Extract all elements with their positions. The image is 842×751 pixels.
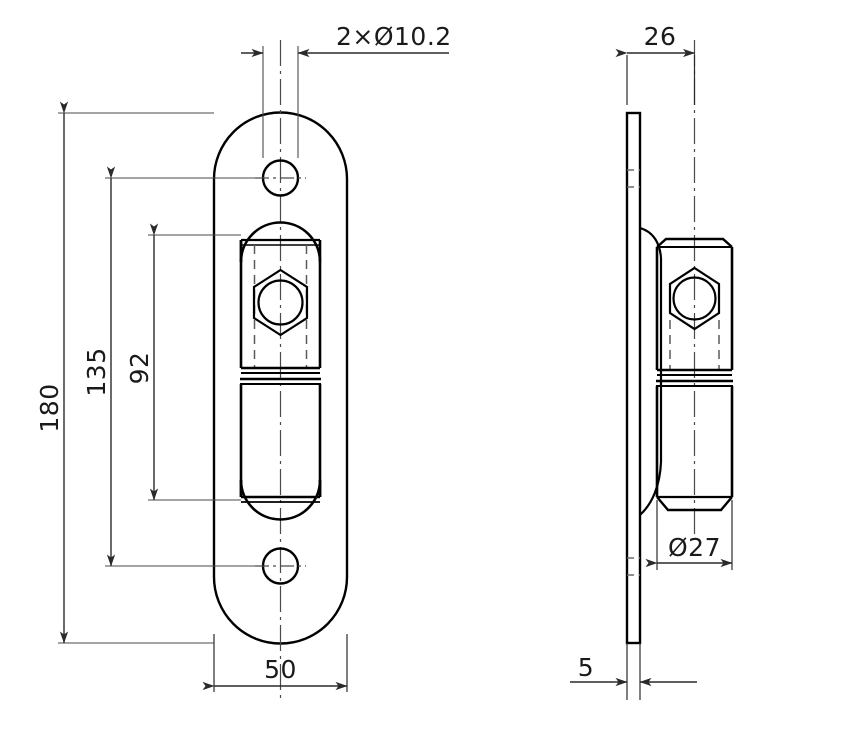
- hex-socket-side-inscribed-circle: [672, 276, 717, 321]
- dimension-label-hole-spacing: 135: [82, 347, 111, 396]
- dimension-label-barrel-length: 92: [125, 352, 154, 385]
- barrel-side-chamfer-top: [656, 237, 733, 248]
- hex-socket-side: [668, 266, 721, 331]
- backing-plate-side: [625, 111, 642, 645]
- hinge-barrel-front: [239, 221, 322, 521]
- dimension-label-projection: 26: [644, 22, 677, 51]
- dimension-label-barrel-dia: Ø27: [668, 533, 721, 562]
- dimension-plate-width: 50: [202, 634, 348, 692]
- dimension-label-plate-thickness: 5: [578, 653, 594, 682]
- weld-fillet-upper: [639, 226, 663, 259]
- weld-fillet-lower: [639, 461, 663, 516]
- side-view: [625, 40, 734, 645]
- dimension-label-plate-height: 180: [35, 383, 64, 432]
- dimension-barrel-length: 92: [125, 223, 241, 501]
- dimension-hole-dia: 2×Ø10.2: [241, 22, 452, 158]
- hinge-barrel-side: [655, 237, 734, 512]
- dimension-label-plate-width: 50: [264, 655, 297, 684]
- dimension-barrel-dia: Ø27: [645, 500, 733, 570]
- hex-socket-inscribed-circle: [257, 279, 304, 326]
- hex-socket: [252, 268, 309, 337]
- dimension-plate-thickness: 5: [570, 643, 697, 700]
- dimension-label-hole-dia: 2×Ø10.2: [336, 22, 452, 51]
- barrel-lower-dome: [239, 479, 322, 521]
- barrel-side-chamfer-bottom: [656, 496, 733, 512]
- backing-plate-outline: [212, 111, 349, 645]
- dimension-plate-height: 180: [35, 101, 214, 644]
- dimension-projection: 26: [615, 22, 696, 105]
- dimension-hole-spacing: 135: [82, 166, 263, 567]
